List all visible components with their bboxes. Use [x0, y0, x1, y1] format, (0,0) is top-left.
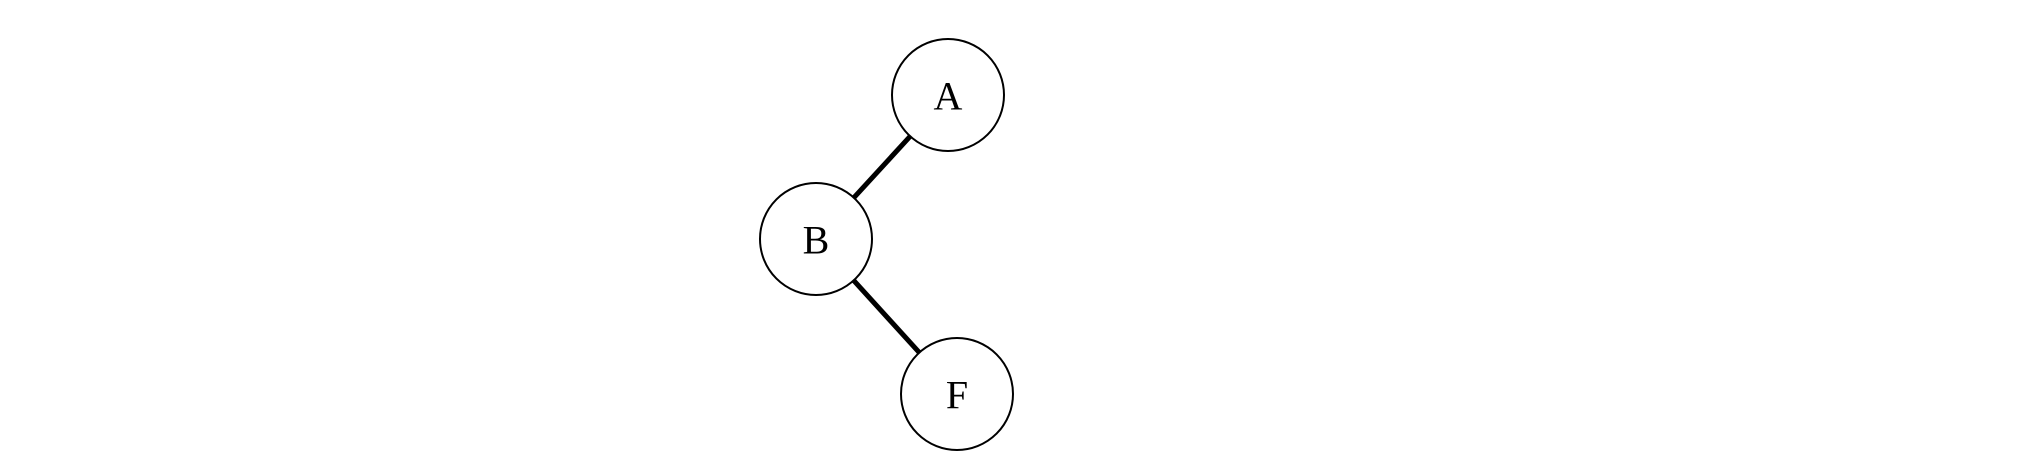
graph-node-circle-b[interactable]: [759, 182, 873, 296]
graph-edge-b-f: [851, 278, 922, 355]
graph-node-label-f: F: [946, 373, 968, 418]
graph-node-f[interactable]: F: [900, 337, 1014, 451]
graph-node-circle-a[interactable]: [891, 38, 1005, 152]
graph-node-b[interactable]: B: [759, 182, 873, 296]
graph-node-circle-f[interactable]: [900, 337, 1014, 451]
edges-layer: [851, 133, 922, 355]
graph-edge-b-a: [851, 133, 913, 201]
graph-node-a[interactable]: A: [891, 38, 1005, 152]
graph-node-label-b: B: [803, 218, 830, 263]
nodes-layer: A B F: [759, 38, 1014, 451]
graph-node-label-a: A: [934, 74, 963, 119]
